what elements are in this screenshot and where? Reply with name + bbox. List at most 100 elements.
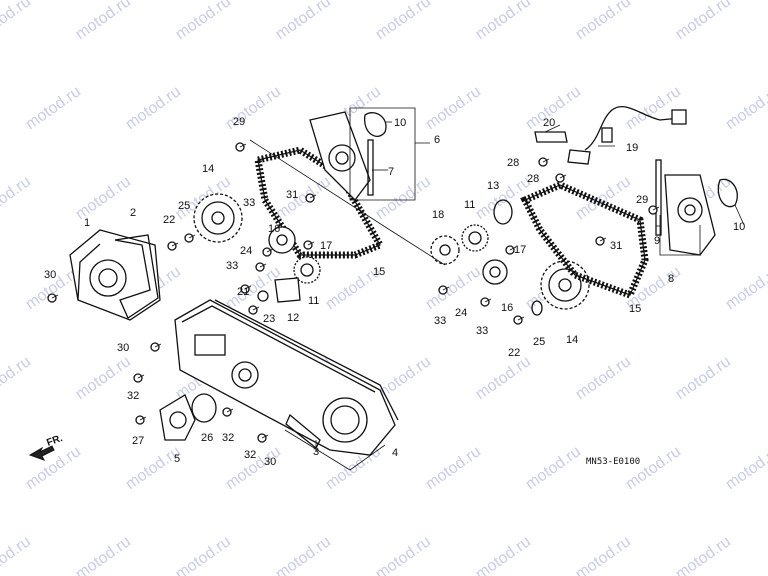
bolt-icon — [240, 284, 252, 294]
watermark-text: motod.ru — [173, 533, 234, 576]
callout-number: 29 — [233, 116, 245, 128]
callout-number: 10 — [394, 117, 406, 129]
pulley-13 — [493, 199, 513, 225]
callout-number: 32 — [244, 449, 256, 461]
watermark-text: motod.ru — [423, 83, 484, 133]
callout-number: 23 — [263, 313, 275, 325]
o-ring — [191, 393, 217, 423]
callout-number: 28 — [507, 157, 519, 169]
callout-number: 30 — [264, 456, 276, 468]
front-arrow — [28, 445, 55, 461]
watermark-text: motod.ru — [73, 173, 134, 223]
sprocket-18 — [430, 235, 460, 265]
watermark-text: motod.ru — [0, 0, 34, 43]
callout-number: 32 — [127, 390, 139, 402]
watermark-text: motod.ru — [623, 443, 684, 493]
callout-number: 20 — [543, 117, 555, 129]
callout-number: 29 — [636, 194, 648, 206]
watermark-text: motod.ru — [273, 0, 334, 43]
bolt-icon — [184, 233, 196, 243]
tensioner-left — [268, 226, 296, 254]
callout-number: 25 — [178, 200, 190, 212]
watermark-text: motod.ru — [0, 353, 34, 403]
bolt-icon — [305, 193, 317, 203]
watermark-text: motod.ru — [573, 0, 634, 43]
callout-number: 13 — [487, 180, 499, 192]
tensioner-right — [482, 259, 508, 285]
watermark-text: motod.ru — [423, 443, 484, 493]
callout-number: 22 — [163, 214, 175, 226]
watermark-text: motod.ru — [373, 0, 434, 43]
callout-number: 14 — [566, 334, 578, 346]
callout-number: 24 — [455, 307, 467, 319]
watermark-text: motod.ru — [0, 173, 34, 223]
watermark-text: motod.ru — [673, 0, 734, 43]
bolt-icon — [135, 415, 147, 425]
callout-number: 33 — [226, 260, 238, 272]
callout-number: 30 — [44, 269, 56, 281]
bolt-icon — [150, 342, 162, 352]
bolt-icon — [595, 236, 607, 246]
bolt-icon — [538, 157, 550, 167]
watermark-text: motod.ru — [0, 533, 34, 576]
cam-pulley-left — [193, 193, 243, 243]
callout-number: 12 — [287, 312, 299, 324]
direction-label: FR. — [45, 433, 64, 449]
watermark-text: motod.ru — [473, 0, 534, 43]
watermark-text: motod.ru — [73, 533, 134, 576]
watermark-text: motod.ru — [273, 533, 334, 576]
watermark-text: motod.ru — [373, 533, 434, 576]
callout-number: 11 — [464, 199, 475, 211]
bolt-icon — [248, 305, 260, 315]
bolt-icon — [47, 293, 59, 303]
watermark-text: motod.ru — [123, 443, 184, 493]
callout-number: 33 — [434, 315, 446, 327]
washer-23 — [257, 290, 269, 302]
bolt-icon — [513, 315, 525, 325]
bolt-icon — [257, 433, 269, 443]
watermark-text: motod.ru — [73, 353, 134, 403]
gasket-left — [114, 234, 159, 319]
watermark-text: motod.ru — [723, 263, 768, 313]
callout-number: 26 — [201, 432, 213, 444]
callout-number: 27 — [132, 435, 144, 447]
watermark-text: motod.ru — [173, 0, 234, 43]
watermark-text: motod.ru — [273, 173, 334, 223]
callout-number: 19 — [626, 142, 638, 154]
lower-timing-cover — [174, 299, 399, 456]
callout-number: 3 — [313, 446, 319, 458]
plate-12 — [274, 277, 301, 303]
idler-right — [461, 224, 489, 252]
diagram-code: MN53-E0100 — [586, 457, 640, 467]
inner-cover-left — [69, 229, 161, 321]
watermark-text: motod.ru — [723, 443, 768, 493]
watermark-text: motod.ru — [423, 263, 484, 313]
bolt-icon — [438, 285, 450, 295]
callout-number: 14 — [202, 163, 214, 175]
bolt-icon — [167, 241, 179, 251]
bolt-icon — [480, 297, 492, 307]
watermark-text: motod.ru — [723, 83, 768, 133]
callout-number: 4 — [392, 447, 398, 459]
seal-strip-left — [367, 139, 374, 196]
bolt-icon — [262, 247, 274, 257]
callout-number: 9 — [654, 235, 660, 247]
gasket-10-left — [364, 112, 387, 137]
callout-number: 33 — [476, 325, 488, 337]
part-drawings — [28, 105, 738, 461]
callout-number: 31 — [286, 189, 298, 201]
callout-number: 15 — [373, 266, 385, 278]
sensor-assembly — [534, 105, 687, 165]
bolt-icon — [648, 205, 660, 215]
watermark-text: motod.ru — [473, 533, 534, 576]
bolt-icon — [255, 262, 267, 272]
callout-number: 31 — [610, 240, 622, 252]
bolt-icon — [222, 407, 234, 417]
watermark-text: motod.ru — [523, 443, 584, 493]
bolt-icon — [303, 240, 315, 250]
watermark-text: motod.ru — [473, 353, 534, 403]
watermark-text: motod.ru — [673, 533, 734, 576]
leader-lines — [249, 107, 745, 471]
